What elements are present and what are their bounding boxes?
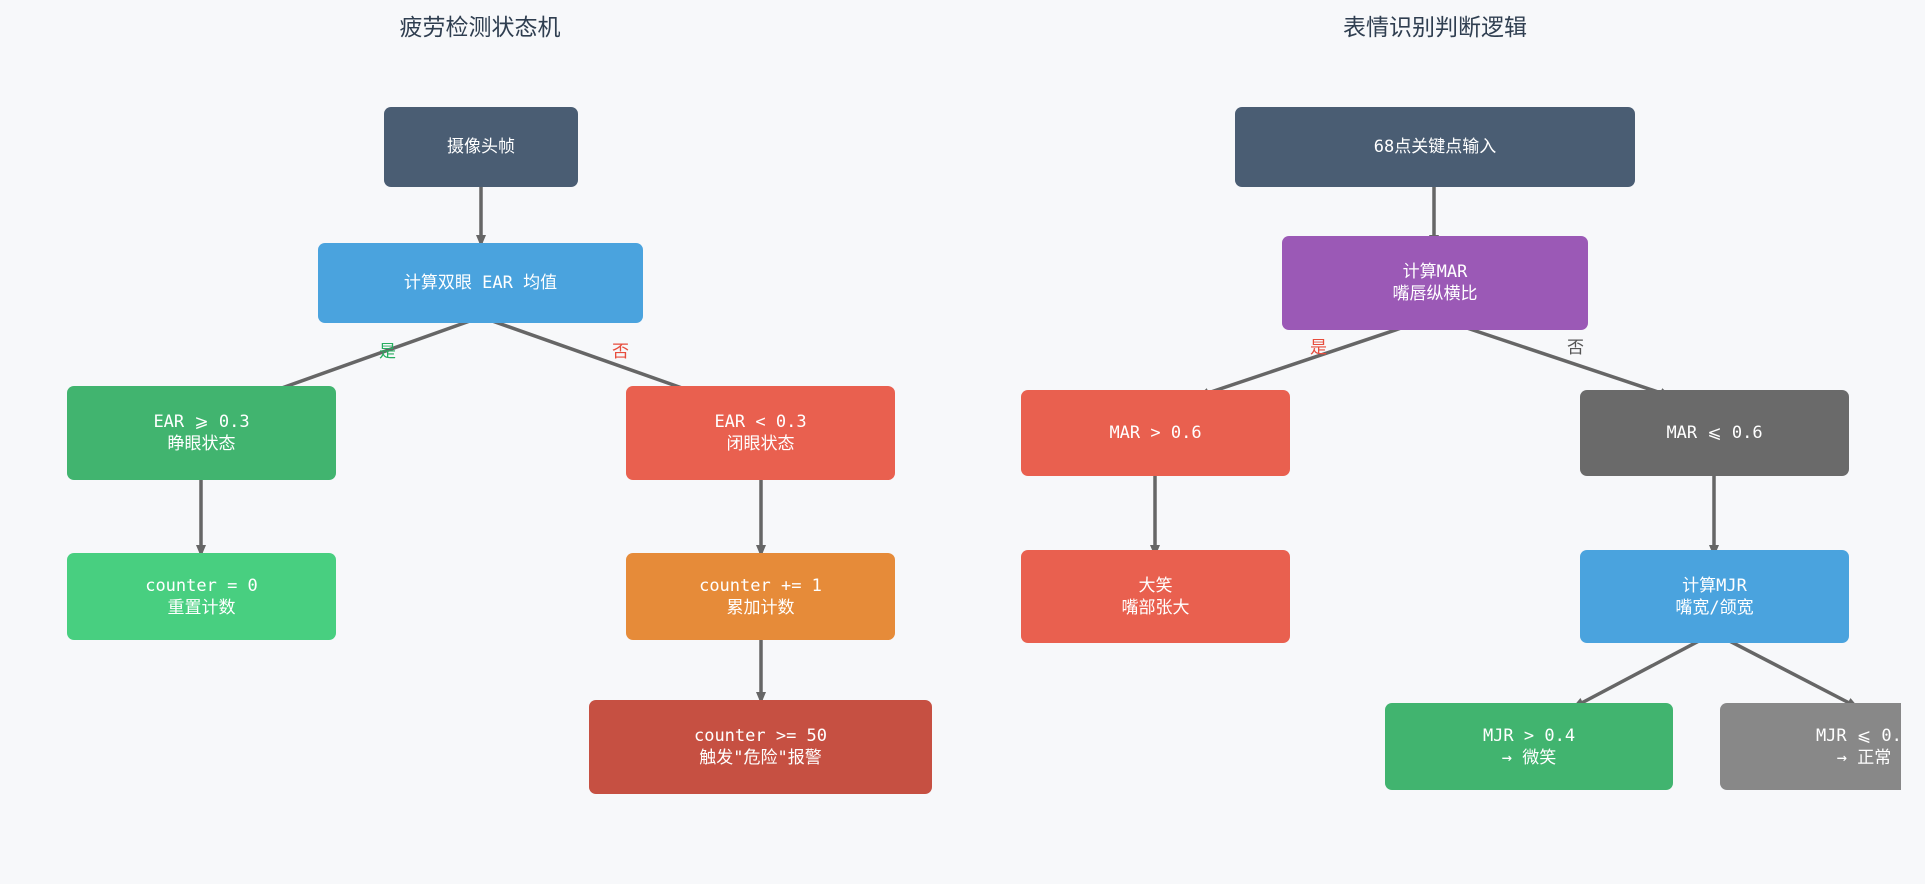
node-reset-counter-line1: counter = 0 bbox=[145, 575, 258, 596]
right-title: 表情识别判断逻辑 bbox=[1343, 15, 1527, 41]
node-increment-counter-line2: 累加计数 bbox=[726, 597, 795, 618]
node-compute-mar-line2: 嘴唇纵横比 bbox=[1392, 284, 1478, 304]
node-smile-line2: → 微笑 bbox=[1501, 747, 1557, 768]
left-no-label: 否 bbox=[612, 342, 629, 362]
edge-mar-to-high bbox=[1197, 315, 1435, 398]
node-compute-mjr: 计算MJR 嘴宽/颌宽 bbox=[1580, 550, 1849, 643]
edge-ear-to-closed bbox=[480, 315, 701, 396]
node-mar-low: MAR ⩽ 0.6 bbox=[1580, 390, 1849, 476]
node-mar-low-line1: MAR ⩽ 0.6 bbox=[1666, 423, 1763, 443]
node-eyes-closed-line2: 闭眼状态 bbox=[726, 434, 795, 454]
node-compute-mjr-line1: 计算MJR bbox=[1682, 575, 1747, 596]
node-eyes-open-line1: EAR ⩾ 0.3 bbox=[153, 412, 250, 432]
node-landmark-input: 68点关键点输入 bbox=[1235, 107, 1635, 187]
node-mar-high-line1: MAR > 0.6 bbox=[1109, 423, 1202, 443]
node-increment-counter-line1: counter += 1 bbox=[699, 575, 822, 596]
edge-mjr-to-normal bbox=[1713, 631, 1859, 709]
node-camera-frame-line1: 摄像头帧 bbox=[447, 137, 515, 157]
node-ear-average-line1: 计算双眼 EAR 均值 bbox=[403, 273, 558, 293]
node-smile: MJR > 0.4 → 微笑 bbox=[1385, 703, 1673, 790]
edge-mar-to-low bbox=[1433, 315, 1672, 398]
node-landmark-input-line1: 68点关键点输入 bbox=[1373, 137, 1497, 157]
node-normal-line1: MJR ⩽ 0.4 bbox=[1815, 725, 1901, 746]
node-big-laugh-line1: 大笑 bbox=[1138, 575, 1173, 596]
node-reset-counter: counter = 0 重置计数 bbox=[67, 553, 336, 640]
node-danger-alarm-line1: counter >= 50 bbox=[693, 726, 828, 746]
node-increment-counter: counter += 1 累加计数 bbox=[626, 553, 895, 640]
edge-mjr-to-smile bbox=[1572, 631, 1715, 709]
node-eyes-closed: EAR < 0.3 闭眼状态 bbox=[626, 386, 895, 480]
node-danger-alarm-line2: 触发"危险"报警 bbox=[699, 748, 822, 768]
node-eyes-open-line2: 睁眼状态 bbox=[167, 434, 236, 454]
node-compute-mar: 计算MAR 嘴唇纵横比 bbox=[1282, 236, 1588, 330]
node-danger-alarm: counter >= 50 触发"危险"报警 bbox=[589, 700, 932, 794]
node-smile-line1: MJR > 0.4 bbox=[1482, 725, 1576, 746]
node-eyes-closed-line1: EAR < 0.3 bbox=[714, 412, 807, 432]
node-normal-line2: → 正常 bbox=[1836, 747, 1892, 768]
edge-ear-to-open bbox=[263, 315, 482, 396]
node-compute-mar-line1: 计算MAR bbox=[1402, 262, 1468, 282]
node-eyes-open: EAR ⩾ 0.3 睁眼状态 bbox=[67, 386, 336, 480]
left-yes-label: 是 bbox=[379, 342, 396, 362]
node-reset-counter-line2: 重置计数 bbox=[167, 597, 236, 618]
node-big-laugh: 大笑 嘴部张大 bbox=[1021, 550, 1290, 643]
node-camera-frame: 摄像头帧 bbox=[384, 107, 578, 187]
left-title: 疲劳检测状态机 bbox=[399, 15, 561, 41]
node-ear-average: 计算双眼 EAR 均值 bbox=[318, 243, 643, 323]
right-yes-label: 是 bbox=[1310, 338, 1327, 358]
node-big-laugh-line2: 嘴部张大 bbox=[1121, 597, 1190, 618]
node-compute-mjr-line2: 嘴宽/颌宽 bbox=[1675, 597, 1754, 618]
right-no-label: 否 bbox=[1567, 338, 1584, 358]
node-normal: MJR ⩽ 0.4 → 正常 bbox=[1720, 703, 1901, 790]
node-mar-high: MAR > 0.6 bbox=[1021, 390, 1290, 476]
